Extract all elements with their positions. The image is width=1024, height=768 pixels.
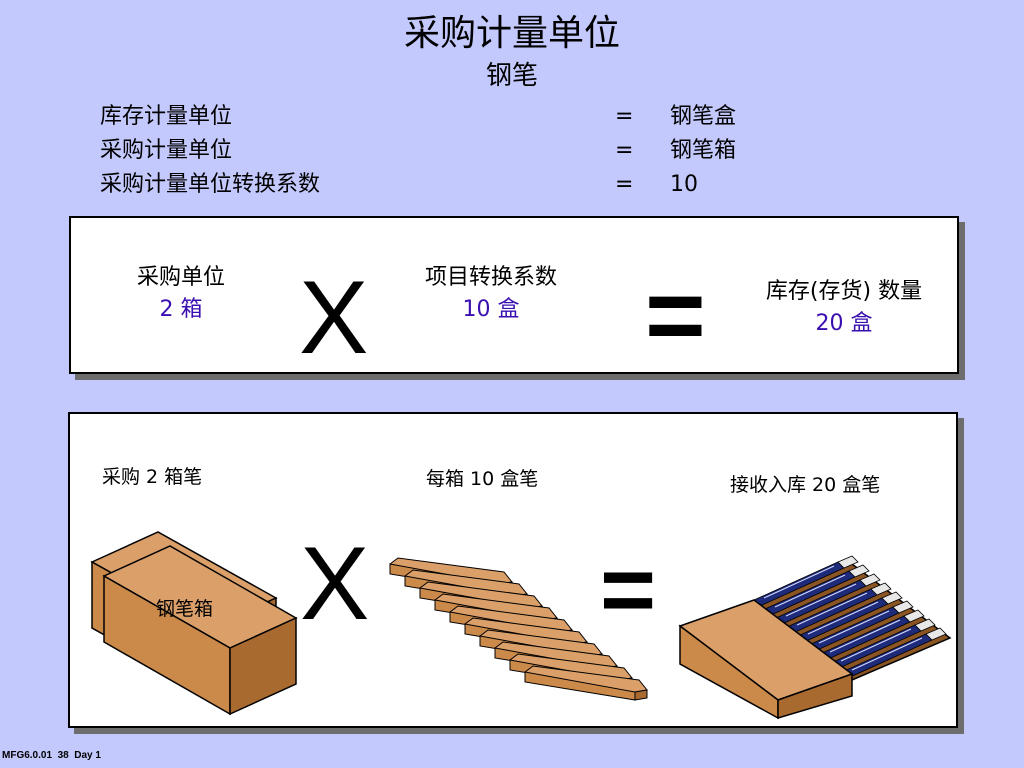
definition-term: 采购计量单位转换系数 [100,172,321,197]
page-subtitle: 钢笔 [485,61,538,91]
case-side [777,672,853,720]
equals-sign: = [615,172,634,197]
pen-box-stack [389,557,648,701]
equals-symbol: = [600,536,657,643]
inventory-block: 库存(存货) 数量 20 盒 [737,276,951,340]
page-title: 采购计量单位 [403,13,620,54]
inventory-value: 20 盒 [815,311,873,336]
multiply-symbol: X [299,260,369,376]
slide-footer: MFG6.0.01 38 Day 1 [2,750,101,761]
open-case-with-pens [678,555,952,720]
formula-panel: 采购单位 2 箱 X 项目转换系数 10 盒 = 库存(存货) 数量 20 盒 [69,216,959,374]
receive-text: 接收入库 20 盒笔 [730,474,881,496]
definition-list: 库存计量单位 = 钢笔盒 采购计量单位 = 钢笔箱 采购计量单位转换系数 = 1… [100,100,800,202]
inventory-label: 库存(存货) 数量 [765,279,923,304]
conversion-label: 项目转换系数 [424,265,557,290]
definition-row: 采购计量单位转换系数 = 10 [100,168,800,202]
equals-sign: = [615,138,634,163]
definition-row: 库存计量单位 = 钢笔盒 [100,100,800,134]
purchase-unit-value: 2 箱 [159,297,203,322]
equals-sign: = [615,104,634,129]
pen [797,591,903,643]
pen-case-front [102,545,298,716]
definition-value: 10 [670,172,698,197]
purchase-text: 采购 2 箱笔 [102,466,203,488]
multiply-symbol: X [300,526,370,642]
pen-box [524,665,648,701]
pen [786,582,892,634]
per-case-text: 每箱 10 盒笔 [426,468,539,490]
conversion-block: 项目转换系数 10 盒 [401,262,581,326]
equals-symbol: = [645,258,706,374]
illustration-panel: 采购 2 箱笔 每箱 10 盒笔 接收入库 20 盒笔 X = 钢笔箱 [68,412,958,728]
pen [753,555,859,607]
definition-value: 钢笔盒 [670,104,737,129]
definition-term: 采购计量单位 [100,138,233,163]
pen-cases-illustration [90,531,298,716]
definition-value: 钢笔箱 [670,138,737,163]
definition-term: 库存计量单位 [100,104,233,129]
definition-row: 采购计量单位 = 钢笔箱 [100,134,800,168]
case-label: 钢笔箱 [156,598,214,620]
conversion-value: 10 盒 [462,297,520,322]
purchase-unit-block: 采购单位 2 箱 [111,262,251,326]
purchase-unit-label: 采购单位 [136,265,225,290]
